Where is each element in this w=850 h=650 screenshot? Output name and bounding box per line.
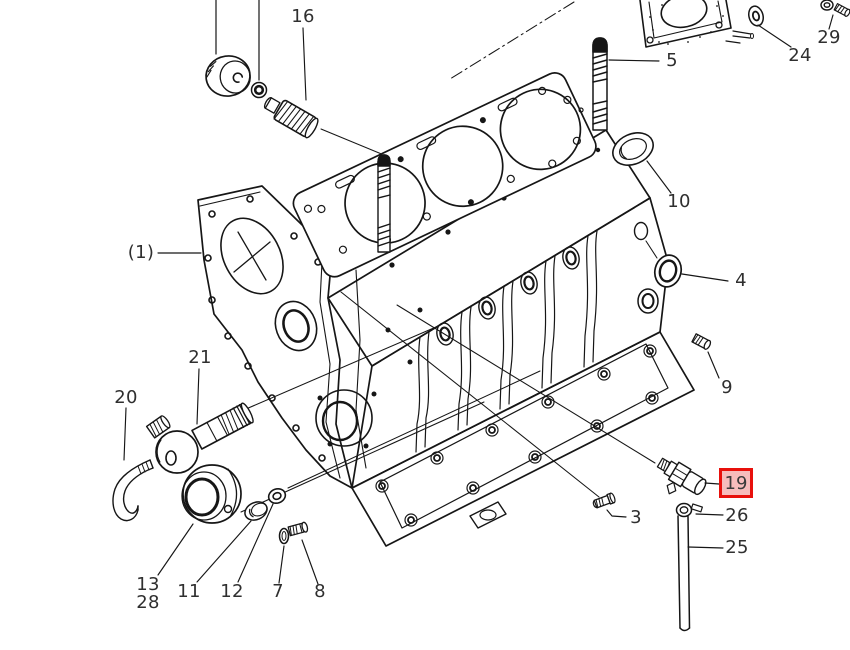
head-gasket-drawing <box>292 72 597 278</box>
cup-plug-11-drawing <box>244 501 268 521</box>
deck-stud-drawing <box>377 154 391 253</box>
xray-leader-lines <box>240 1 658 513</box>
part-label-29[interactable]: 29 <box>817 27 841 48</box>
part-label-16[interactable]: 16 <box>291 6 315 27</box>
part-label-5[interactable]: 5 <box>666 50 678 71</box>
part-label-24[interactable]: 24 <box>788 45 812 66</box>
plug-16-drawing <box>263 97 319 139</box>
plug-9-drawing <box>691 333 712 350</box>
part-label-28[interactable]: 28 <box>136 592 160 613</box>
plug-8-drawing <box>287 521 309 537</box>
clamp-26-drawing <box>675 502 703 518</box>
part-label-8[interactable]: 8 <box>314 581 326 602</box>
hook-bolt-20-drawing <box>112 459 154 522</box>
washer-top-drawing <box>250 81 268 99</box>
part-label-26[interactable]: 26 <box>725 505 749 526</box>
ring-12-drawing <box>267 488 287 504</box>
pressure-switch-19-drawing <box>656 457 707 496</box>
part-label-13[interactable]: 13 <box>136 574 160 595</box>
bolt-3-drawing <box>592 492 616 509</box>
part-label-12[interactable]: 12 <box>220 581 244 602</box>
bottom-flange-drawing <box>351 331 695 547</box>
cup-plug-top-drawing <box>205 55 251 97</box>
part-label-9[interactable]: 9 <box>721 377 733 398</box>
part-label-3[interactable]: 3 <box>630 507 642 528</box>
part-label-19[interactable]: 19 <box>719 468 753 498</box>
part-label-21[interactable]: 21 <box>188 347 212 368</box>
part-label-1[interactable]: (1) <box>127 242 155 263</box>
part-label-20[interactable]: 20 <box>114 387 138 408</box>
part-label-25[interactable]: 25 <box>725 537 749 558</box>
part-label-7[interactable]: 7 <box>272 581 284 602</box>
cut-leader-lines <box>215 0 260 81</box>
part-label-4[interactable]: 4 <box>735 270 747 291</box>
part-label-10[interactable]: 10 <box>667 191 691 212</box>
o-ring-7-drawing <box>278 527 290 545</box>
oil-tube-25-drawing <box>677 515 691 632</box>
relief-valve-21-drawing <box>145 402 254 474</box>
flange-plate-24-29-drawing <box>639 0 850 48</box>
seal-ring-4-drawing <box>653 254 683 288</box>
part-label-11[interactable]: 11 <box>177 581 201 602</box>
callout-leader-lines <box>123 14 834 585</box>
stud-5-drawing <box>592 37 608 131</box>
bushing-13-28-drawing <box>181 464 242 524</box>
cup-plug-10-drawing <box>612 132 654 166</box>
